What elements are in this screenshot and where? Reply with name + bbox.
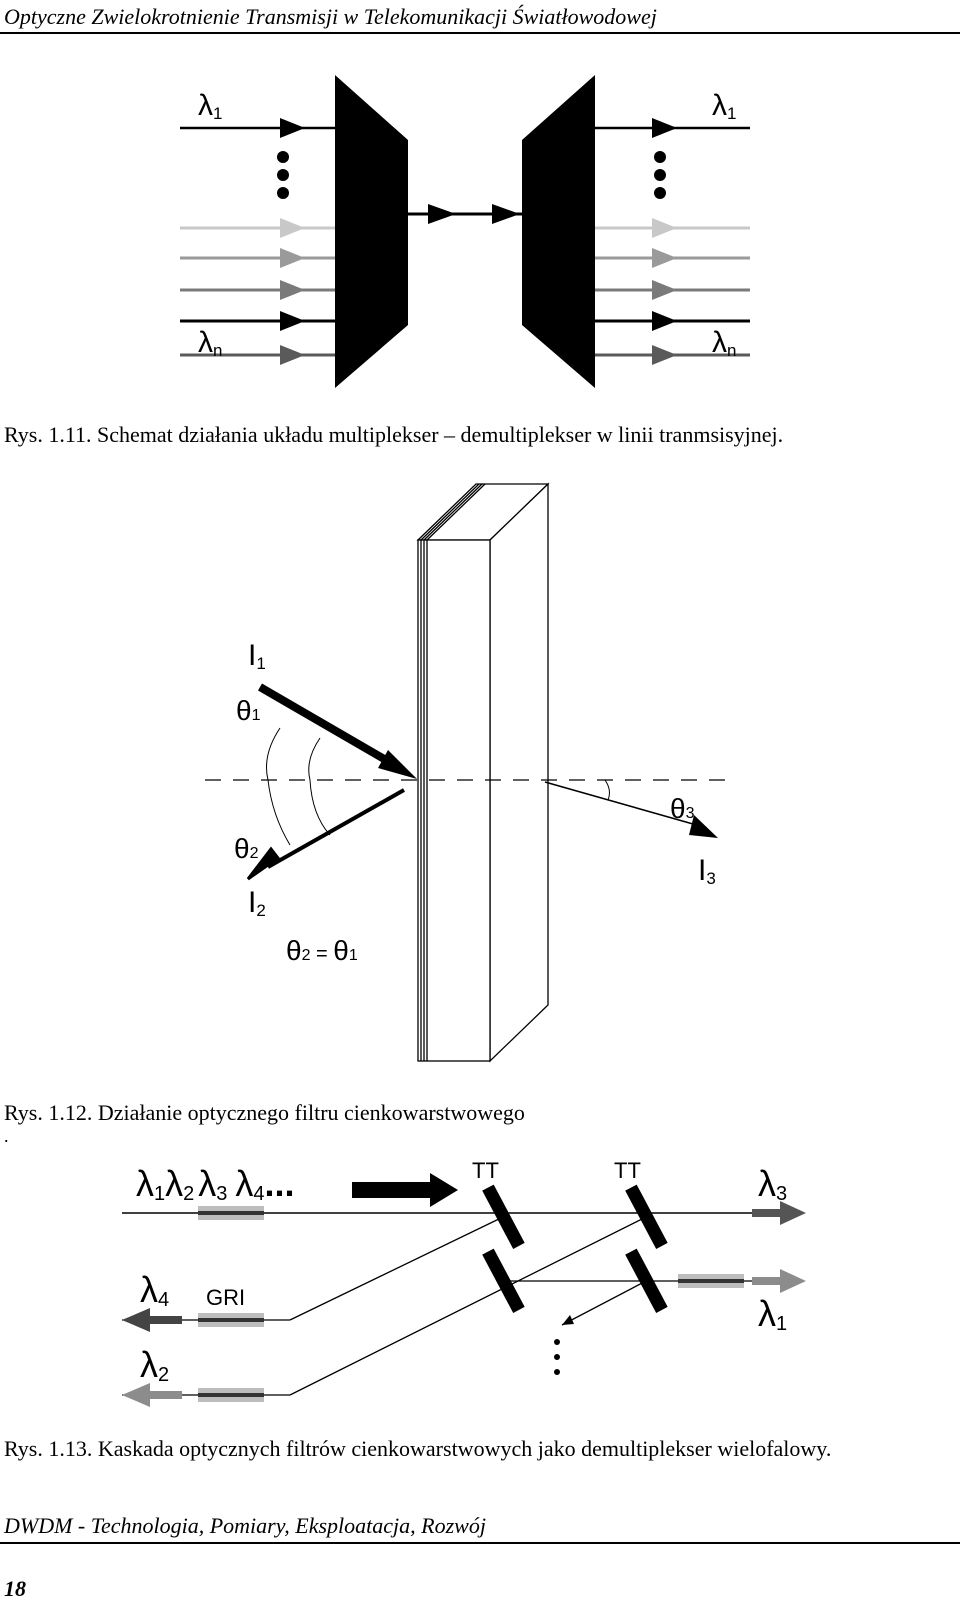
label-angle-equality: θ2 = θ1 (286, 935, 358, 966)
label-gri: GRI (206, 1285, 245, 1310)
label-output-lambda2: λ2 (140, 1344, 169, 1386)
caption-fig-1-13: Rys. 1.13. Kaskada optycznych filtrów ci… (4, 1436, 832, 1461)
tt-filter-2-upper (625, 1184, 668, 1249)
output-dots (654, 151, 666, 199)
input-dots (277, 151, 289, 199)
label-I1: I1 (248, 639, 266, 673)
cascade-dots (554, 1339, 560, 1375)
label-tt-1: TT (472, 1158, 499, 1183)
angle-arcs (266, 727, 610, 846)
lambda1-band (678, 1274, 744, 1288)
cascade-next-arrow (562, 1315, 574, 1325)
input-channel-black (180, 311, 335, 331)
caption-fig-1-12: Rys. 1.12. Działanie optycznego filtru c… (4, 1100, 525, 1125)
output-channel-black (595, 311, 750, 331)
page-number: 18 (4, 1576, 26, 1601)
input-channel-n (180, 345, 335, 365)
input-channel-light (180, 218, 335, 238)
label-theta1: θ1 (236, 695, 261, 726)
transmitted-beam (544, 781, 718, 838)
lambda4-band (198, 1313, 264, 1327)
filter-slab (416, 482, 550, 1063)
input-channel-mid2 (180, 280, 335, 300)
label-lambda-n-in: λn (198, 326, 222, 360)
lambda2-band (198, 1388, 264, 1402)
label-I3: I3 (698, 854, 716, 888)
tt-filter-1-upper (482, 1184, 525, 1249)
label-output-lambda3: λ3 (758, 1163, 787, 1205)
label-lambda-1-out: λ1 (712, 89, 736, 123)
header-rule (0, 32, 960, 34)
incident-beam (257, 683, 417, 779)
reflected-beam (246, 788, 405, 881)
figure-mux-demux: λ1 λn λ1 λn (180, 75, 750, 388)
input-signal-band (198, 1206, 264, 1220)
label-output-lambda1: λ1 (758, 1293, 787, 1335)
output-arrow-lambda4 (122, 1308, 182, 1332)
output-channel-n (595, 345, 750, 365)
multiplexer-block (335, 75, 408, 388)
output-channel-1 (595, 118, 750, 138)
output-arrow-lambda1 (752, 1269, 806, 1293)
output-channel-mid1 (595, 248, 750, 268)
footer-rule (0, 1542, 960, 1544)
running-header: Optyczne Zwielokrotnienie Transmisji w T… (4, 4, 657, 29)
trunk-link (408, 204, 522, 224)
output-arrow-lambda3 (752, 1201, 806, 1225)
running-footer: DWDM - Technologia, Pomiary, Eksploatacj… (4, 1513, 486, 1538)
output-channel-mid2 (595, 280, 750, 300)
output-arrow-lambda2 (122, 1383, 182, 1407)
input-channel-1 (180, 118, 335, 138)
label-tt-2: TT (614, 1158, 641, 1183)
label-theta2: θ2 (234, 833, 259, 864)
figure-thin-film-filter: I1 θ1 θ2 I2 θ3 I3 θ2 = θ1 (205, 482, 730, 1063)
label-lambda-1-in: λ1 (198, 89, 222, 123)
label-theta3: θ3 (670, 793, 695, 824)
label-I2: I2 (248, 886, 266, 920)
label-lambda-n-out: λn (712, 326, 736, 360)
demultiplexer-block (522, 75, 595, 388)
input-direction-arrow (352, 1173, 458, 1207)
caption-fig-1-12-dot: . (4, 1126, 9, 1146)
output-channel-light (595, 218, 750, 238)
caption-fig-1-11: Rys. 1.11. Schemat działania układu mult… (4, 422, 784, 447)
label-output-lambda4: λ4 (140, 1269, 169, 1311)
input-channel-mid1 (180, 248, 335, 268)
